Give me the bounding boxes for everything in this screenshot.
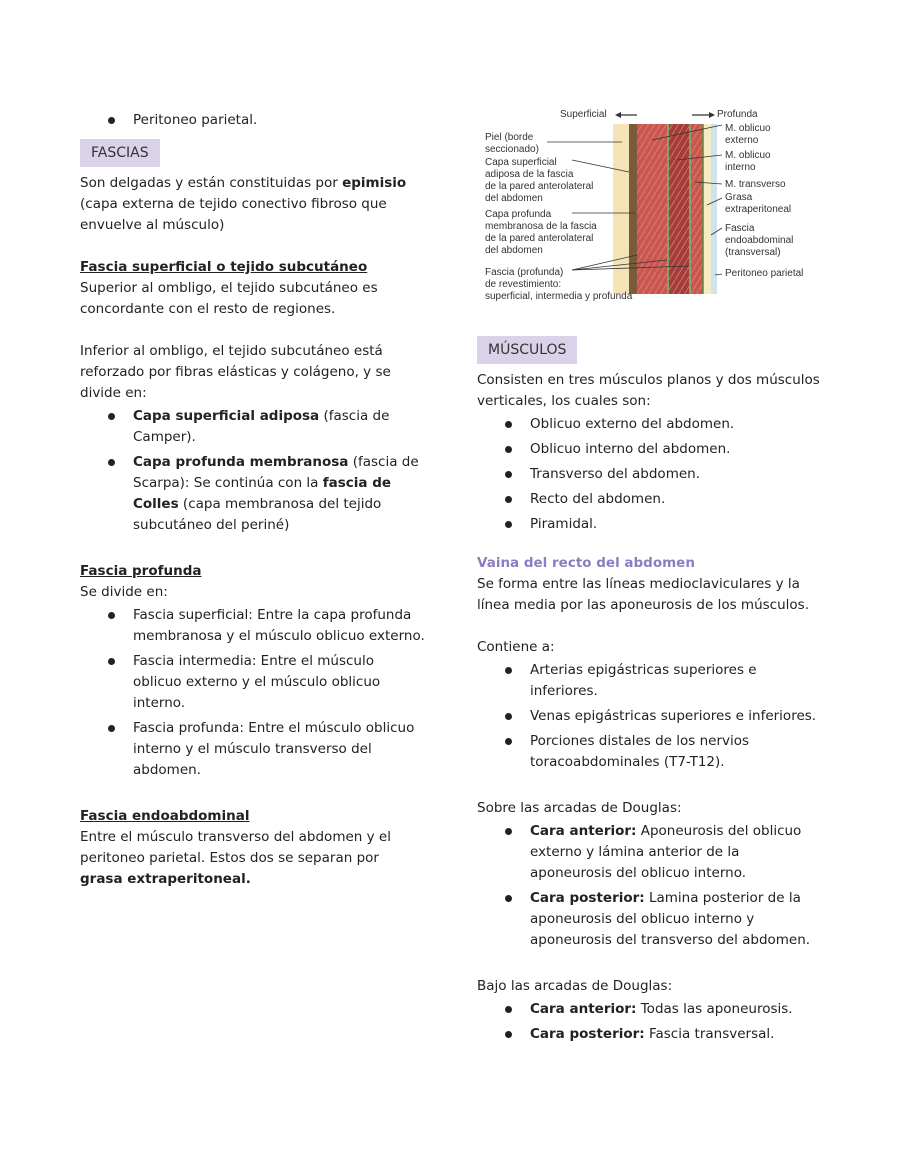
list-item: Capa profunda membranosa (fascia de Scar…	[80, 452, 425, 536]
item-bold: fascia de Colles	[133, 475, 392, 512]
profunda-list: Fascia superficial: Entre la capa profun…	[80, 605, 425, 781]
list-item: Fascia superficial: Entre la capa profun…	[80, 605, 425, 647]
diagram-left-label: Capa profunda membranosa de la fascia de…	[485, 209, 597, 256]
bajo-list: Cara anterior: Todas las aponeurosis. Ca…	[477, 999, 822, 1045]
contiene-list: Arterias epigástricas superiores e infer…	[477, 660, 822, 773]
diagram-left-label: Capa superficial adiposa de la fascia de…	[485, 157, 594, 204]
peritoneum-layer	[711, 124, 717, 294]
right-column: Superficial Profunda Piel (borde seccion…	[477, 100, 822, 1049]
fascias-intro: Son delgadas y están constituidas por ep…	[80, 173, 425, 236]
endo-text: Entre el músculo transverso del abdomen …	[80, 829, 391, 866]
diagram-right-label: M. oblicuo externo	[725, 123, 771, 146]
diagram-left-label: Piel (borde seccionado)	[485, 132, 539, 155]
item-bold: Cara posterior:	[530, 1026, 645, 1042]
fascia-endoabdominal-heading: Fascia endoabdominal	[80, 808, 250, 824]
intro-rest: (capa externa de tejido conectivo fibros…	[80, 196, 387, 233]
intro-text: Son delgadas y están constituidas por	[80, 175, 343, 191]
endoabdominal-paragraph: Entre el músculo transverso del abdomen …	[80, 827, 425, 890]
diagram-right-label: M. transverso	[725, 179, 786, 190]
profunda-intro: Se divide en:	[80, 584, 168, 600]
fascia-superficial-heading: Fascia superficial o tejido subcutáneo	[80, 259, 368, 275]
diagram-left-label: Fascia (profunda) de revestimiento: supe…	[485, 267, 633, 302]
list-item: Fascia profunda: Entre el músculo oblicu…	[80, 718, 425, 781]
list-item: Porciones distales de los nervios toraco…	[477, 731, 822, 773]
list-item: Oblicuo externo del abdomen.	[477, 414, 822, 435]
fascias-tag: FASCIAS	[80, 139, 160, 167]
item-bold: Capa profunda membranosa	[133, 454, 349, 470]
left-leaders	[547, 141, 690, 271]
item-text: Fascia transversal.	[644, 1026, 775, 1042]
item-text: (fascia de Camper).	[133, 408, 390, 445]
diagram-right-label: Peritoneo parietal	[725, 268, 804, 279]
list-item: Capa superficial adiposa (fascia de Camp…	[80, 406, 425, 448]
arrow-head-right	[709, 112, 715, 118]
item-text: Todas las aponeurosis.	[636, 1001, 793, 1017]
item-text: (capa membranosa del tejido subcutáneo d…	[133, 496, 382, 533]
diagram-svg	[547, 112, 723, 294]
musculos-tag: MÚSCULOS	[477, 336, 578, 364]
superficial-paragraph-1: Superior al ombligo, el tejido subcutáne…	[80, 280, 378, 317]
list-item: Arterias epigástricas superiores e infer…	[477, 660, 822, 702]
sobre-label: Sobre las arcadas de Douglas:	[477, 800, 682, 816]
muscle-fibers	[637, 124, 703, 294]
item-bold: Cara posterior:	[530, 890, 645, 906]
list-item: Cara anterior: Todas las aponeurosis.	[477, 999, 822, 1020]
list-item: Venas epigástricas superiores e inferior…	[477, 706, 822, 727]
extraperitoneal-fat-layer	[703, 124, 711, 294]
fascia-profunda-heading: Fascia profunda	[80, 563, 202, 579]
item-text: (fascia de Scarpa): Se continúa con la	[133, 454, 419, 491]
sobre-list: Cara anterior: Aponeurosis del oblicuo e…	[477, 821, 822, 951]
diagram-right-label: M. oblicuo interno	[725, 150, 771, 173]
list-item: Fascia intermedia: Entre el músculo obli…	[80, 651, 425, 714]
item-text: Aponeurosis del oblicuo externo y lámina…	[530, 823, 802, 881]
diagram-right-label: Fascia endoabdominal (transversal)	[725, 223, 794, 258]
item-bold: Cara anterior:	[530, 1001, 637, 1017]
vaina-heading: Vaina del recto del abdomen	[477, 555, 695, 571]
muscles-list: Oblicuo externo del abdomen. Oblicuo int…	[477, 414, 822, 535]
list-item: Cara posterior: Fascia transversal.	[477, 1024, 822, 1045]
list-item: Cara posterior: Lamina posterior de la a…	[477, 888, 822, 951]
list-item: Recto del abdomen.	[477, 489, 822, 510]
top-bullet-list: Peritoneo parietal.	[80, 110, 425, 131]
superficial-list: Capa superficial adiposa (fascia de Camp…	[80, 406, 425, 536]
intro-bold: epimisio	[342, 175, 407, 191]
superficial-label: Superficial	[560, 109, 607, 120]
item-text: Lamina posterior de la aponeurosis del o…	[530, 890, 811, 948]
list-item: Peritoneo parietal.	[80, 110, 425, 131]
list-item: Transverso del abdomen.	[477, 464, 822, 485]
bajo-label: Bajo las arcadas de Douglas:	[477, 978, 673, 994]
list-item: Piramidal.	[477, 514, 822, 535]
list-item: Cara anterior: Aponeurosis del oblicuo e…	[477, 821, 822, 884]
left-column: Peritoneo parietal. FASCIAS Son delgadas…	[80, 110, 425, 890]
skin-layer	[613, 124, 629, 294]
right-leaders	[651, 124, 723, 276]
diagram-right-label: Grasa extraperitoneal	[725, 192, 792, 215]
list-item: Oblicuo interno del abdomen.	[477, 439, 822, 460]
vaina-paragraph: Se forma entre las líneas medioclavicula…	[477, 576, 809, 613]
profunda-label: Profunda	[717, 109, 758, 120]
contiene-label: Contiene a:	[477, 639, 555, 655]
abdominal-wall-diagram: Superficial Profunda Piel (borde seccion…	[477, 100, 822, 310]
item-bold: Capa superficial adiposa	[133, 408, 320, 424]
endo-bold: grasa extraperitoneal.	[80, 871, 251, 887]
item-bold: Cara anterior:	[530, 823, 637, 839]
membranous-layer	[629, 124, 637, 294]
superficial-paragraph-2: Inferior al ombligo, el tejido subcutáne…	[80, 343, 391, 401]
musculos-intro: Consisten en tres músculos planos y dos …	[477, 372, 820, 409]
arrow-head-left	[615, 112, 621, 118]
